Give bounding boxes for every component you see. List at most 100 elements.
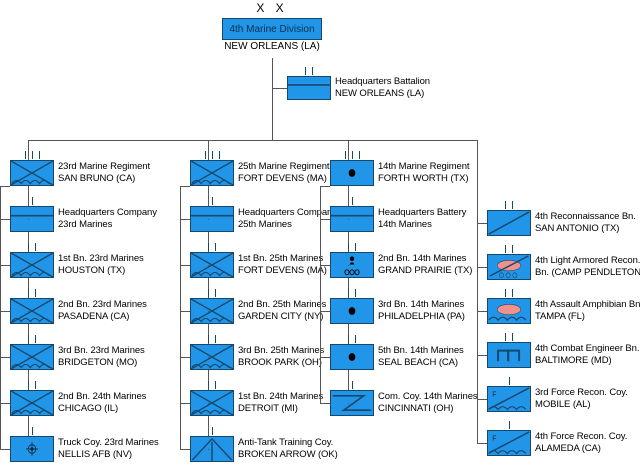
unit-branch [477,399,487,400]
unit-branch-stub [180,449,190,450]
unit-branch [28,265,29,266]
unit-location: MOBILE (AL) [535,398,591,410]
unit-name: 3rd Force Recon. Coy. [535,387,628,398]
unit-location: PASADENA (CA) [58,310,130,322]
unit-branch-stub [0,357,10,358]
unit-location: BALTIMORE (MD) [535,354,612,366]
unit-branch-stub [320,311,330,312]
unit-name: 4th Light Armored Recon. [535,255,640,266]
svg-text:F: F [492,433,497,443]
unit-location: NEW ORLEANS (LA) [335,87,425,99]
unit-branch [348,311,349,312]
echelon-ticks [330,289,374,297]
unit-location: CINCINNATI (OH) [378,402,454,414]
column-spine-top-join-col-25th [180,186,190,187]
unit-symbol-infantry-amphibious-icon [10,344,54,370]
division-symbol: 4th Marine Division [222,18,322,40]
unit-node: 4th Reconnaissance Bn.SAN ANTONIO (TX) [487,201,640,236]
unit-branch [477,355,487,356]
unit-branch [208,357,209,358]
unit-name: 4th Combat Engineer Bn. [535,343,640,354]
unit-branch-stub [320,357,330,358]
echelon-ticks [287,67,331,75]
unit-symbol-headquarters-icon [10,206,54,232]
division-name: 4th Marine Division [229,23,315,35]
unit-branch [208,449,209,450]
unit-symbol-infantry-amphibious-icon [190,160,234,186]
unit-name: 4th Reconnaissance Bn. [535,211,636,222]
unit-symbol-infantry-amphibious-icon [10,298,54,324]
echelon-ticks [190,151,234,159]
unit-name: 1st Bn. 25th Marines [238,253,324,264]
unit-name: Truck Coy. 23rd Marines [58,437,159,448]
unit-node: 4th Light Armored Recon.Bn. (CAMP PENDLE… [487,245,640,280]
division-node: 4th Marine Division X X NEW ORLEANS (LA) [222,1,322,52]
unit-location: NELLIS AFB (NV) [58,448,132,460]
unit-symbol-artillery-icon [330,344,374,370]
unit-name: 4th Assault Amphibian Bn. [535,299,640,310]
unit-branch [348,219,349,220]
unit-location: GARDEN CITY (NY) [238,310,324,322]
unit-location: TAMPA (FL) [535,310,585,322]
unit-name: 3rd Bn. 25th Marines [238,345,325,356]
echelon-ticks [10,289,54,297]
unit-branch [348,265,349,266]
echelon-ticks [190,335,234,343]
unit-label: 4th Combat Engineer Bn.BALTIMORE (MD) [535,343,639,366]
unit-branch [208,265,209,266]
unit-location: 23rd Marines [58,218,113,230]
unit-symbol-signal-icon [330,390,374,416]
echelon-ticks [330,381,374,389]
unit-symbol-light-armored-recon-icon [487,254,531,280]
echelon-ticks [190,243,234,251]
unit-symbol-infantry-amphibious-icon [190,344,234,370]
echelon-ticks [10,243,54,251]
unit-name: 1st Bn. 23rd Marines [58,253,144,264]
unit-branch [28,357,29,358]
unit-node: 4th Combat Engineer Bn.BALTIMORE (MD) [487,333,640,368]
unit-name: 2nd Bn. 24th Marines [58,391,147,402]
echelon-ticks [190,381,234,389]
unit-name: 25th Marine Regiment [238,161,330,172]
unit-location: CHICAGO (IL) [58,402,119,414]
echelon-ticks [10,197,54,205]
unit-branch [477,267,487,268]
unit-branch [348,357,349,358]
echelon-ticks [190,427,234,435]
echelon-ticks [487,201,531,209]
unit-branch [477,223,487,224]
unit-name: 3rd Bn. 23rd Marines [58,345,145,356]
unit-location: DETROIT (MI) [238,402,298,414]
division-location: NEW ORLEANS (LA) [224,41,320,52]
column-spine-left-col-25th [180,186,181,449]
unit-name: 23rd Marine Regiment [58,161,150,172]
hq-branch-line [272,88,287,89]
unit-name: 3rd Bn. 14th Marines [378,299,465,310]
echelon-ticks [10,381,54,389]
unit-symbol-infantry-amphibious-icon [190,252,234,278]
unit-name: 5th Bn. 14th Marines [378,345,464,356]
unit-branch [28,403,29,404]
unit-branch-stub [320,403,330,404]
column-stem-col-25th [208,140,209,160]
unit-branch-stub [180,265,190,266]
division-echelon-marks: X X [256,1,288,15]
unit-symbol-truck-wheel-icon [10,436,54,462]
unit-symbol-anti-tank-icon [190,436,234,462]
unit-name: Com. Coy. 14th Marines [378,391,478,402]
